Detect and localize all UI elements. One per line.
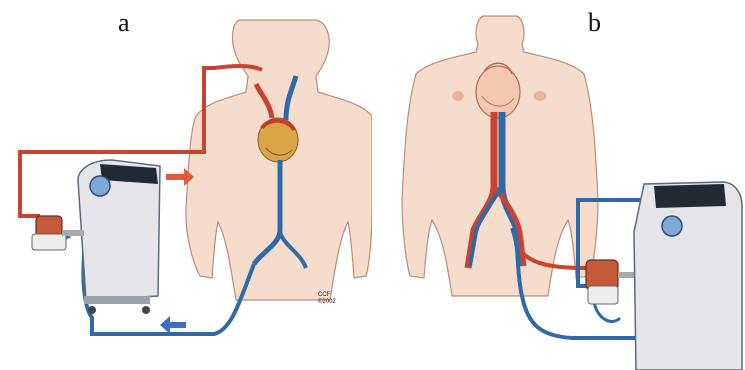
flow-arrow-icon bbox=[160, 316, 186, 334]
panel-b: b bbox=[372, 0, 745, 370]
ecmo-console-icon bbox=[78, 160, 160, 314]
copyright-logo: CCF ©2002 bbox=[318, 292, 336, 306]
oxygenator-icon bbox=[586, 260, 638, 304]
logo-line-2: ©2002 bbox=[318, 299, 336, 306]
heart-icon bbox=[258, 118, 298, 162]
panel-a-diagram bbox=[0, 0, 372, 370]
logo-line-1: CCF bbox=[318, 292, 336, 299]
panel-label-b: b bbox=[588, 8, 601, 38]
ecmo-console-icon bbox=[634, 182, 742, 370]
panel-b-diagram bbox=[372, 0, 745, 370]
panel-label-a: a bbox=[118, 8, 130, 38]
panel-a: a CCF ©2002 bbox=[0, 0, 372, 370]
oxygenator-icon bbox=[32, 216, 84, 250]
